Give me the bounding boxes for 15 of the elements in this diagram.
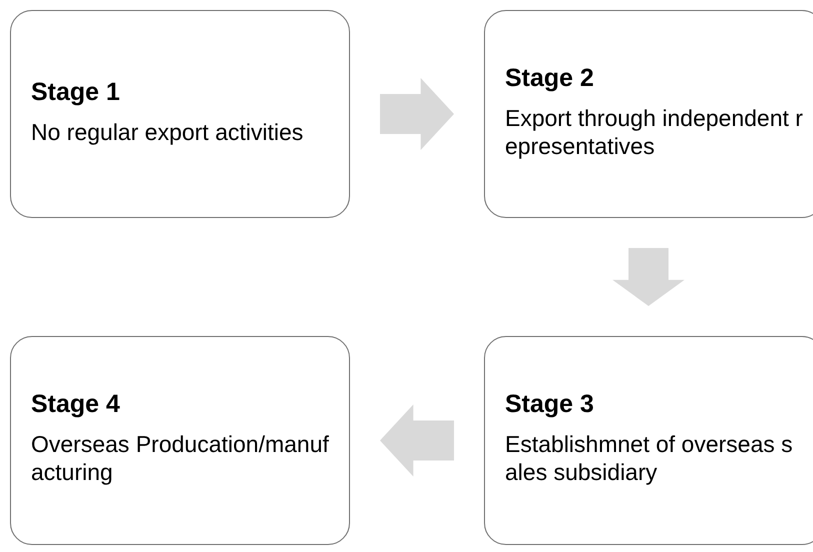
stage-box: [10, 10, 350, 218]
stage-description: Establishmnet of overseas sales subsidiary: [505, 431, 794, 487]
stage-title: Stage 4: [31, 390, 121, 420]
stage-box: [10, 336, 350, 545]
block-arrow: [380, 78, 454, 150]
stage-description: Overseas Producation/manufacturing: [31, 431, 329, 487]
stage-title: Stage 1: [31, 78, 121, 107]
block-arrow: [612, 248, 684, 306]
stage-box: [484, 10, 813, 218]
stage-box: [484, 336, 813, 545]
block-arrow: [380, 404, 454, 476]
stage-description: No regular export activities: [31, 118, 304, 146]
stage-title: Stage 3: [505, 390, 595, 420]
stage-title: Stage 2: [505, 64, 595, 93]
stage-description: Export through independent representatives: [505, 104, 803, 160]
